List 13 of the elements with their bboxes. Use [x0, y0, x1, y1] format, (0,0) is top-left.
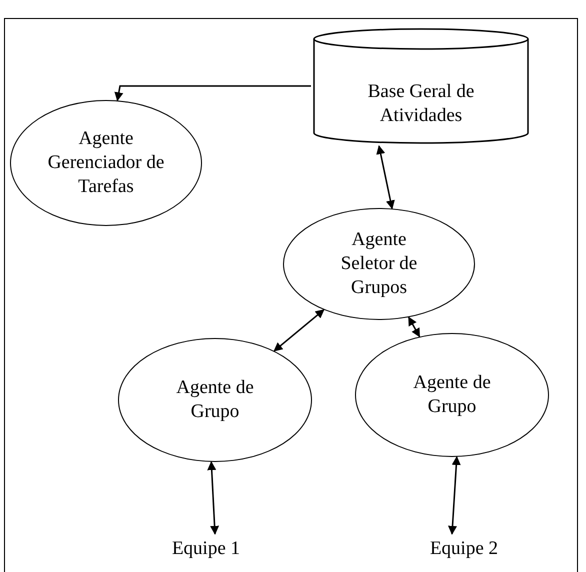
node-label: Agente de Grupo: [175, 376, 255, 424]
arrow: [376, 145, 395, 210]
node-label: Equipe 2: [430, 537, 498, 561]
node-label: Agente Seletor de Grupos: [340, 228, 418, 300]
arrow: [207, 461, 220, 535]
arrow: [408, 316, 420, 338]
arrow: [448, 456, 461, 535]
node-label: Agente de Grupo: [412, 371, 492, 419]
arrow: [114, 85, 311, 102]
node-label: Agente Gerenciador de Tarefas: [46, 127, 166, 199]
arrow: [274, 309, 324, 352]
node-label: Equipe 1: [172, 537, 240, 561]
node-label: Base Geral de Atividades: [368, 81, 474, 126]
